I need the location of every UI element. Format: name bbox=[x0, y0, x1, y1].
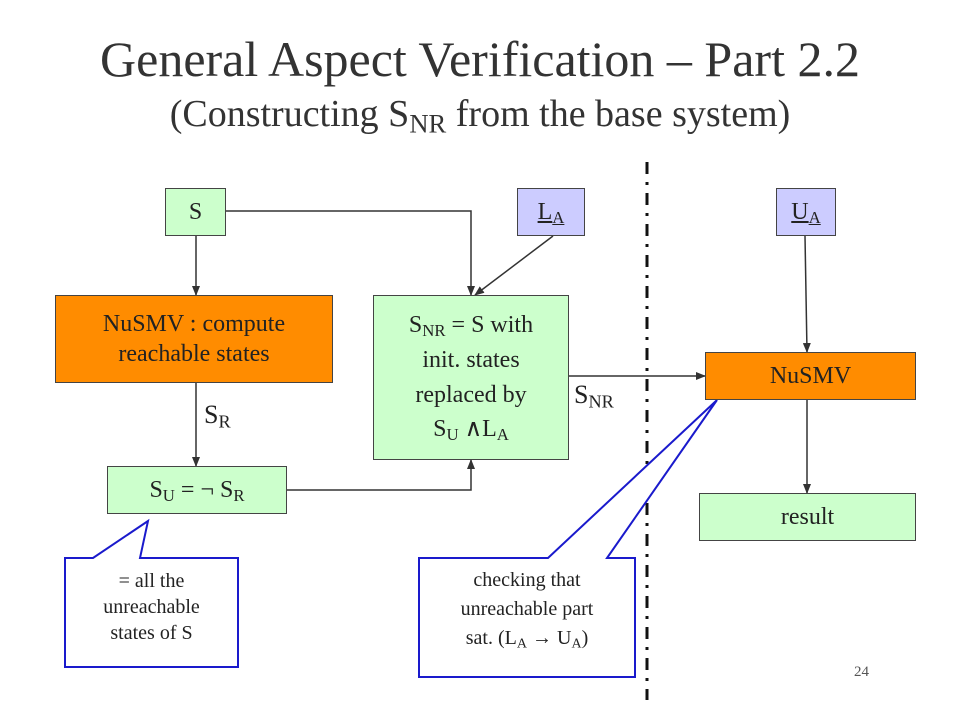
callout-right-text: checking that unreachable part sat. (LA … bbox=[460, 569, 594, 652]
label-snr: SNR bbox=[574, 380, 614, 412]
label-sr: SR bbox=[204, 400, 231, 432]
page-number: 24 bbox=[854, 664, 869, 680]
node-snr: SNR = S with init. states replaced by SU… bbox=[373, 295, 569, 460]
node-ua: UA bbox=[776, 188, 836, 236]
node-nusmv: NuSMV bbox=[705, 352, 916, 400]
arrow-su-to-snr bbox=[287, 459, 475, 491]
callout-right-shape bbox=[418, 399, 718, 678]
arrow-ua-to-nusmv bbox=[802, 235, 811, 353]
arrow-la-to-snr bbox=[474, 235, 554, 296]
arrow-s-to-snr bbox=[226, 210, 475, 296]
callout-left-shape bbox=[64, 518, 239, 668]
slide-subtitle: (Constructing SNR from the base system) bbox=[169, 93, 791, 139]
slide-title: General Aspect Verification – Part 2.2 bbox=[100, 31, 860, 87]
node-result: result bbox=[699, 493, 916, 541]
node-su: SU = ¬ SR bbox=[107, 466, 287, 514]
node-s: S bbox=[165, 188, 226, 236]
node-nusmv-compute: NuSMV : compute reachable states bbox=[55, 295, 333, 383]
callout-left-text: = all the unreachable states of S bbox=[103, 570, 200, 644]
node-la: LA bbox=[517, 188, 585, 236]
